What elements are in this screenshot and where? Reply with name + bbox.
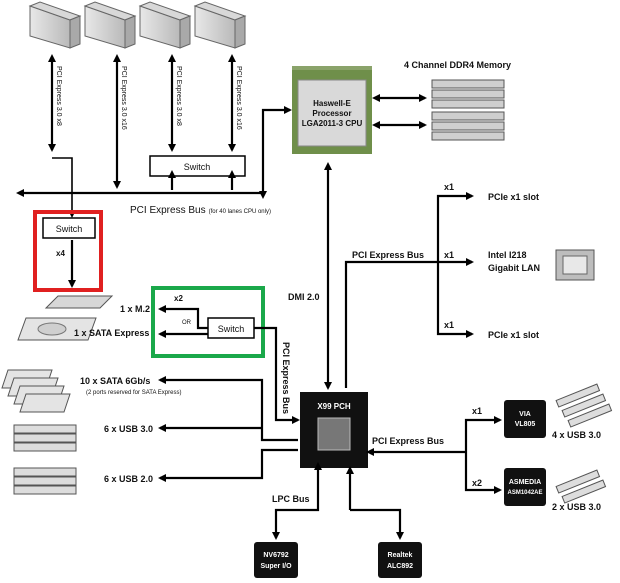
green-bus-to-pch [254, 326, 300, 424]
audio-link-b [350, 508, 404, 540]
audio-line1: Realtek [388, 552, 413, 559]
right-bus-label: PCI Express Bus [372, 436, 444, 446]
x1-mid: x1 [444, 250, 454, 260]
sata-express-label: 1 x SATA Express [74, 328, 149, 338]
green-switch-label: Switch [218, 324, 245, 334]
pcie-slot-bottom-label: PCIe x1 slot [488, 330, 539, 340]
ethernet-port-icon [555, 249, 595, 281]
green-highlight-box [151, 286, 265, 358]
red-switch-lanes: x4 [56, 249, 65, 258]
via-line1: VIA [519, 411, 531, 418]
memory-label: 4 Channel DDR4 Memory [404, 60, 511, 70]
superio-line1: NV6792 [263, 552, 288, 559]
pcie-card-3 [138, 1, 192, 49]
sata-note: (2 ports reserved for SATA Express) [86, 390, 181, 396]
slot3-label: PCI Express 3.0 x8 [175, 66, 182, 126]
bus-to-cpu [259, 106, 292, 199]
lan-line1: Intel I218 [488, 250, 527, 260]
slot1-to-red-switch [52, 157, 76, 218]
ddr4-modules-top [431, 79, 505, 109]
slot2-label: PCI Express 3.0 x16 [120, 66, 127, 130]
usb2-left-label: 6 x USB 2.0 [104, 474, 153, 484]
pci-bus-vertical-label: PCI Express Bus [281, 342, 291, 414]
usb3-left-sticks [13, 424, 77, 452]
x1-top: x1 [444, 182, 454, 192]
usb2-left-sticks [13, 467, 77, 495]
slot1-label: PCI Express 3.0 x8 [55, 66, 62, 126]
usb3-left-label: 6 x USB 3.0 [104, 424, 153, 434]
top-right-bus-label: PCI Express Bus [352, 250, 424, 260]
sata-express-drive [17, 317, 97, 341]
top-switch-label: Switch [184, 162, 211, 172]
green-switch-or: OR [182, 320, 192, 326]
usb3-right-a-sticks [555, 383, 613, 428]
cpu-line2: Processor [312, 109, 351, 118]
x1-bottom: x1 [444, 320, 454, 330]
pch-to-lan [344, 258, 474, 388]
via-line2: VL805 [515, 421, 536, 428]
pch-label: X99 PCH [317, 402, 351, 411]
superio-chip [254, 542, 298, 578]
right-x2: x2 [472, 478, 482, 488]
red-switch-label: Switch [56, 224, 83, 234]
bus-to-asmedia [464, 452, 502, 494]
sata-label: 10 x SATA 6Gb/s [80, 376, 150, 386]
m2-label: 1 x M.2 [120, 304, 150, 314]
slot4-label: PCI Express 3.0 x16 [235, 66, 242, 130]
green-to-m2 [158, 305, 208, 330]
asmedia-chip [504, 468, 546, 506]
pci-bus-label: PCI Express Bus(for 40 lanes CPU only) [130, 205, 271, 216]
pch-to-usb2 [158, 448, 298, 482]
pcie-card-4 [193, 1, 247, 49]
m2-device [44, 295, 114, 309]
green-switch-lanes: x2 [174, 294, 183, 303]
via-chip [504, 400, 546, 438]
audio-chip [378, 542, 422, 578]
dmi-label: DMI 2.0 [288, 292, 320, 302]
ddr4-modules-bottom [431, 111, 505, 141]
usb3-right-b-label: 2 x USB 3.0 [552, 502, 601, 512]
asmedia-line2: ASM1042AE [507, 490, 542, 496]
asmedia-line1: ASMEDIA [509, 479, 541, 486]
pcie-card-2 [83, 1, 137, 49]
pch-to-sata [158, 376, 298, 442]
lpc-label: LPC Bus [272, 494, 310, 504]
pcie-slot-top-label: PCIe x1 slot [488, 192, 539, 202]
sata-drives-stack [1, 369, 71, 413]
cpu-chip [292, 66, 372, 154]
superio-line2: Super I/O [260, 563, 292, 570]
pch-chip [300, 392, 368, 468]
audio-line2: ALC892 [387, 563, 413, 570]
lpc-bus-link [272, 462, 322, 540]
bus-to-pcie-bottom [436, 262, 474, 338]
red-highlight-box [33, 210, 103, 292]
bus-to-pcie-top [436, 192, 474, 262]
usb3-right-a-label: 4 x USB 3.0 [552, 430, 601, 440]
cpu-line1: Haswell-E [313, 99, 351, 108]
cpu-line3: LGA2011-3 CPU [302, 119, 363, 128]
right-x1: x1 [472, 406, 482, 416]
lan-line2: Gigabit LAN [488, 263, 540, 273]
red-switch-box [42, 217, 96, 239]
usb3-right-b-sticks [555, 469, 607, 504]
pcie-card-1 [28, 1, 82, 49]
bus-to-via [464, 416, 502, 452]
